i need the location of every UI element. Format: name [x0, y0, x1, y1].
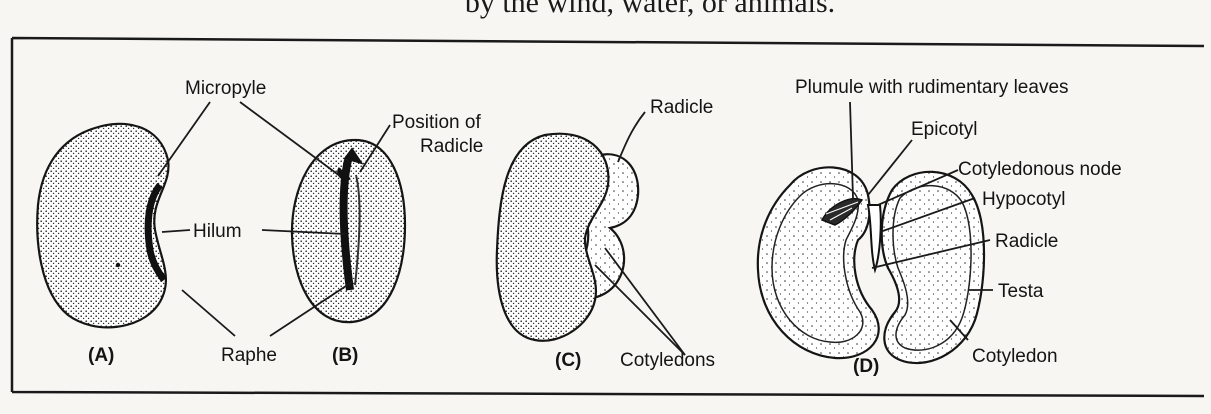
caption-b: (B) — [332, 345, 358, 366]
label-hypocotyl: Hypocotyl — [982, 189, 1065, 210]
label-position-of-radicle-2: Radicle — [420, 136, 483, 157]
header-text: by the wind, water, or animals. — [465, 0, 835, 19]
label-radicle-d: Radicle — [995, 231, 1058, 252]
seed-b — [292, 140, 405, 322]
label-cotyledonous-node: Cotyledonous node — [958, 159, 1122, 180]
label-hilum: Hilum — [193, 221, 242, 242]
seed-a — [37, 124, 168, 328]
label-cotyledon: Cotyledon — [972, 346, 1058, 367]
seed-c — [497, 134, 638, 341]
caption-d: (D) — [853, 356, 879, 377]
label-epicotyl: Epicotyl — [911, 119, 978, 140]
caption-a: (A) — [88, 345, 114, 366]
label-micropyle: Micropyle — [185, 78, 266, 99]
caption-c: (C) — [555, 350, 581, 371]
label-raphe: Raphe — [221, 345, 277, 366]
label-testa: Testa — [998, 281, 1044, 302]
seed-d — [758, 167, 984, 363]
label-plumule: Plumule with rudimentary leaves — [795, 77, 1069, 98]
label-radicle-c: Radicle — [650, 97, 713, 118]
label-cotyledons: Cotyledons — [620, 350, 715, 371]
label-position-of-radicle-1: Position of — [392, 112, 481, 133]
